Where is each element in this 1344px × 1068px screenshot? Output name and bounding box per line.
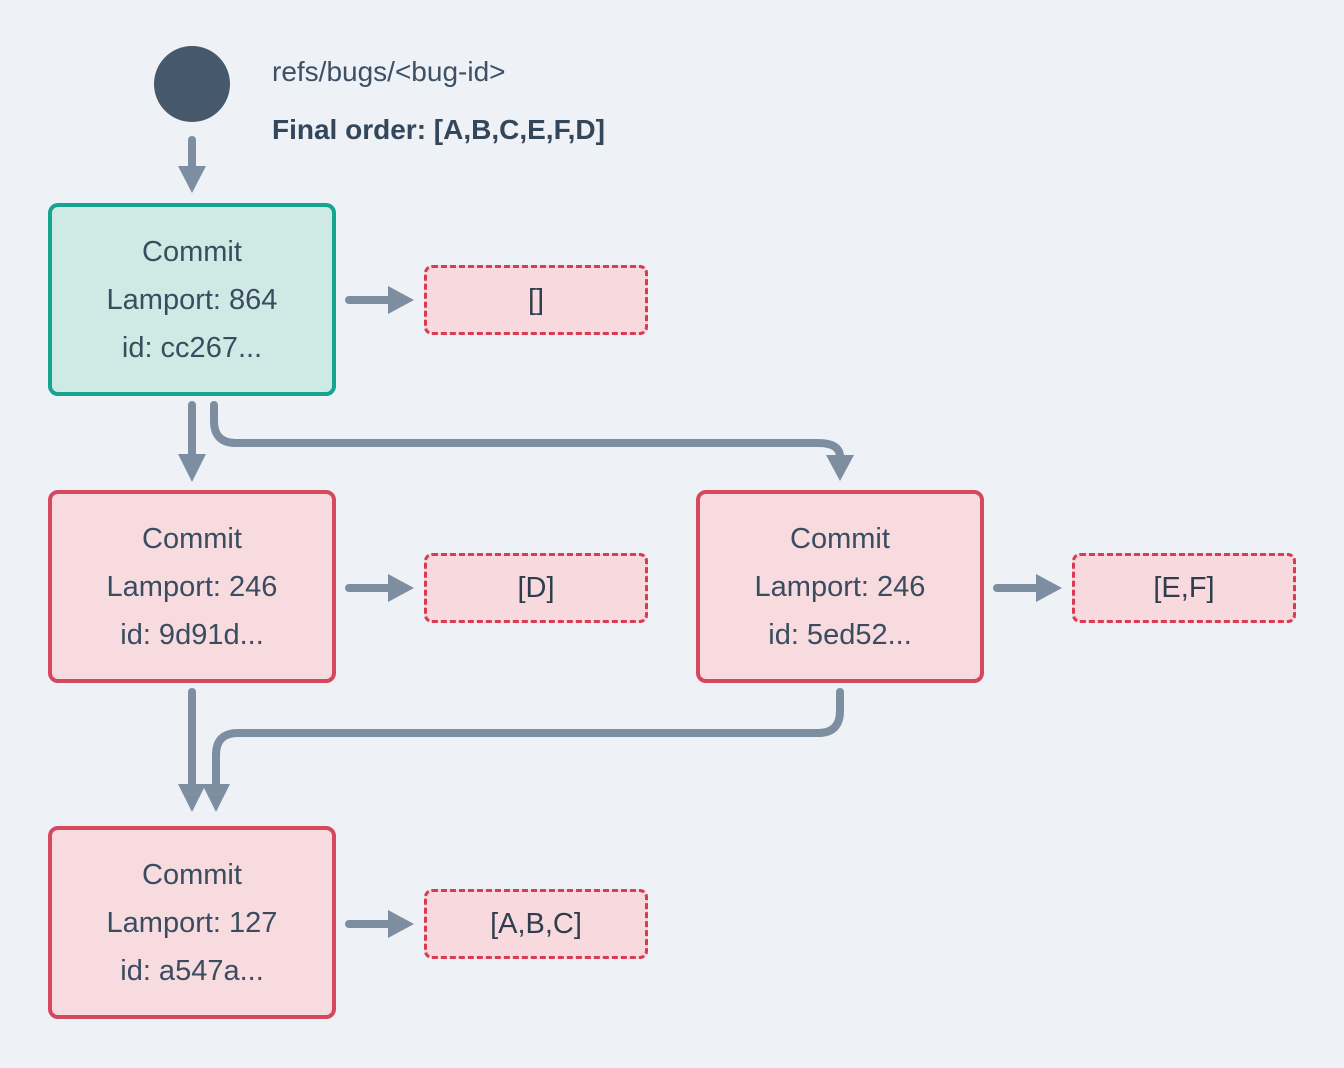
payload-box-d: [D]	[424, 553, 648, 623]
ref-name-label: refs/bugs/<bug-id>	[272, 56, 506, 87]
commit-title: Commit	[142, 235, 242, 268]
commit-id: id: 9d91d...	[120, 618, 264, 651]
commit-id: id: a547a...	[120, 954, 264, 987]
arrowhead-head-to-right	[826, 455, 854, 481]
payload-box-ef: [E,F]	[1072, 553, 1296, 623]
edge-head-to-right	[210, 401, 844, 461]
commit-lamport: Lamport: 246	[754, 570, 926, 603]
final-order-label: Final order: [A,B,C,E,F,D]	[272, 114, 605, 145]
commit-id: id: 5ed52...	[768, 618, 912, 651]
commit-title: Commit	[790, 522, 890, 555]
arrowhead-left-to-bottom	[178, 784, 206, 812]
commit-node-cc267: Commit Lamport: 864 id: cc267...	[48, 203, 336, 396]
arrowhead-head-to-left	[178, 454, 206, 482]
arrowhead-ref-to-head	[178, 166, 206, 193]
edge-right-to-bottom	[212, 688, 844, 788]
payload-box-empty: []	[424, 265, 648, 335]
commit-node-5ed52: Commit Lamport: 246 id: 5ed52...	[696, 490, 984, 683]
arrowhead-right-to-payload-ef	[1036, 574, 1062, 602]
commit-lamport: Lamport: 246	[106, 570, 278, 603]
arrowhead-right-to-bottom	[202, 784, 230, 812]
arrowhead-bottom-to-payload-abc	[388, 910, 414, 938]
commit-id: id: cc267...	[121, 331, 263, 364]
ref-head-circle	[154, 46, 230, 122]
arrowhead-left-to-payload-d	[388, 574, 414, 602]
payload-box-abc: [A,B,C]	[424, 889, 648, 959]
commit-lamport: Lamport: 127	[106, 906, 278, 939]
commit-title: Commit	[142, 522, 242, 555]
commit-title: Commit	[142, 858, 242, 891]
commit-lamport: Lamport: 864	[106, 283, 278, 316]
commit-node-a547a: Commit Lamport: 127 id: a547a...	[48, 826, 336, 1019]
arrowhead-head-to-payload-empty	[388, 286, 414, 314]
commit-node-9d91d: Commit Lamport: 246 id: 9d91d...	[48, 490, 336, 683]
